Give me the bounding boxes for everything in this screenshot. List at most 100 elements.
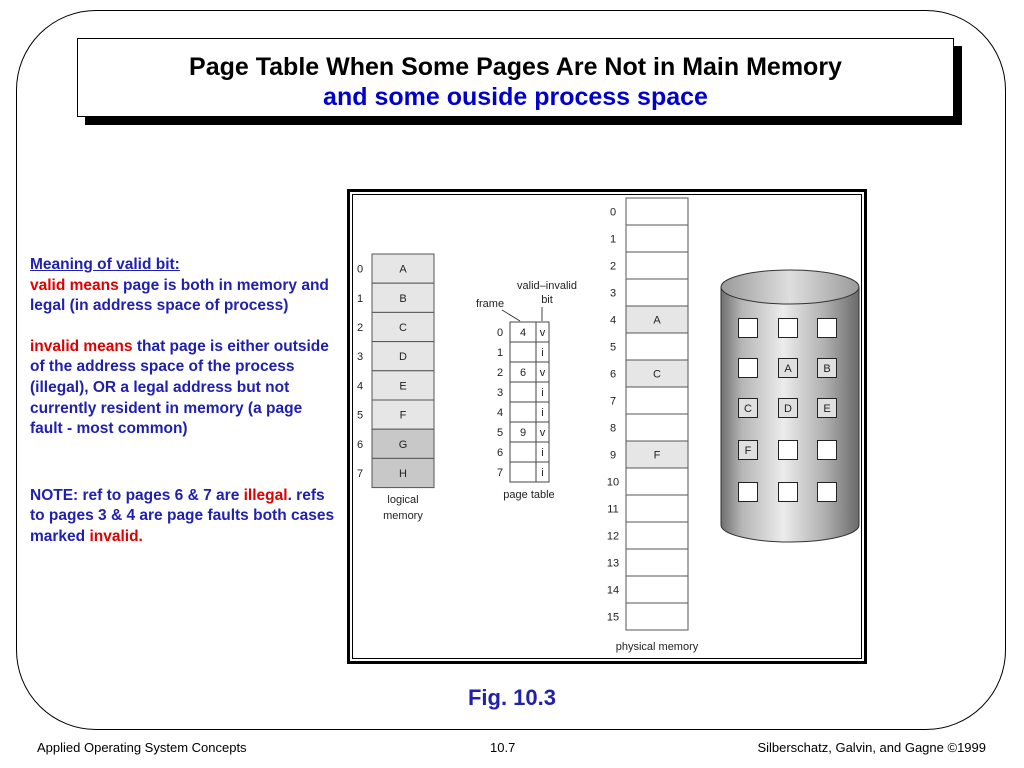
physical-frame-cell: [625, 197, 689, 226]
logical-page-label: H: [399, 468, 407, 480]
physical-frame-index: 14: [607, 585, 619, 597]
logical-page-label: F: [400, 410, 407, 422]
disk-block-label: B: [823, 363, 830, 375]
physical-frame-index: 3: [610, 288, 616, 300]
physical-frame-index: 0: [610, 207, 616, 219]
physical-frame-cell: [625, 575, 689, 604]
disk-block-label: E: [823, 403, 830, 415]
page-table-index: 4: [497, 407, 503, 419]
notes-panel: Meaning of valid bit: valid means page i…: [30, 255, 335, 548]
page-table-index: 0: [497, 327, 503, 339]
logical-page-index: 7: [357, 468, 363, 480]
note-illegal: illegal: [243, 486, 288, 504]
physical-frame-cell: [625, 602, 689, 631]
logical-page-label: E: [399, 380, 406, 392]
page-table-bit-value: i: [541, 387, 543, 399]
page-table-frame-value: 4: [520, 327, 526, 339]
page-table-bit-value: i: [541, 447, 543, 459]
disk-block-label: D: [784, 403, 792, 415]
physical-frame-index: 4: [610, 315, 616, 327]
figure-caption: Fig. 10.3: [467, 685, 557, 710]
page-table-bit-cell: [535, 461, 550, 483]
physical-frame-index: 12: [607, 531, 619, 543]
physical-frame-index: 15: [607, 612, 619, 624]
footer-page-number: 10.7: [490, 740, 516, 755]
disk-block-label: C: [744, 403, 752, 415]
invalid-definition: invalid means that page is either outsid…: [30, 337, 335, 440]
page-table-frame-cell: [509, 341, 537, 363]
page-table-bit-value: v: [540, 427, 546, 439]
page-table-frame-cell: [509, 461, 537, 483]
disk-block: [738, 358, 758, 378]
logical-page-index: 0: [357, 264, 363, 276]
slide-frame: [16, 10, 1006, 730]
disk-block: [778, 398, 798, 418]
physical-frame-index: 9: [610, 450, 616, 462]
disk-block: [778, 440, 798, 460]
disk-block: [778, 358, 798, 378]
disk-block: [738, 318, 758, 338]
logical-page-label: D: [399, 351, 407, 363]
page-table-bit-value: v: [540, 327, 546, 339]
invalid-term: invalid means: [30, 337, 133, 355]
logical-page-index: 5: [357, 410, 363, 422]
footer-right: Silberschatz, Galvin, and Gagne ©1999: [757, 740, 986, 755]
logical-page-cell: [371, 428, 435, 459]
page-table-frame-cell: [509, 381, 537, 403]
page-table-frame-value: 6: [520, 367, 526, 379]
logical-page-cell: [371, 399, 435, 430]
disk-top: [720, 269, 860, 305]
page-table-bit-value: i: [541, 467, 543, 479]
note-pre: NOTE: ref to pages 6 & 7 are: [30, 486, 244, 504]
logical-page-label: B: [399, 293, 406, 305]
physical-frame-index: 7: [610, 396, 616, 408]
valid-bit-heading: Meaning of valid bit:: [30, 256, 180, 273]
logical-page-label: A: [399, 264, 407, 276]
page-table-frame-label: frame: [476, 298, 504, 310]
footer-left: Applied Operating System Concepts: [37, 740, 247, 755]
physical-frame-index: 11: [607, 504, 618, 516]
disk-block: [778, 482, 798, 502]
frame-pointer-line: [501, 309, 521, 322]
physical-frame-cell: [625, 548, 689, 577]
physical-frame-cell: [625, 386, 689, 415]
disk-block: [738, 398, 758, 418]
logical-page-label: C: [399, 322, 407, 334]
physical-frame-index: 1: [610, 234, 616, 246]
physical-frame-index: 6: [610, 369, 616, 381]
page-table-frame-cell: [509, 401, 537, 423]
title-box: Page Table When Some Pages Are Not in Ma…: [77, 38, 954, 117]
note-post: . refs to pages 3 & 4 are page faults bo…: [30, 486, 335, 545]
disk-block: [738, 440, 758, 460]
figure-inner-frame: [352, 194, 862, 659]
logical-page-cell: [371, 253, 435, 284]
physical-frame-content: A: [653, 315, 661, 327]
logical-memory-label-line2: memory: [383, 510, 423, 522]
page-table-index: 3: [497, 387, 503, 399]
physical-frame-index: 2: [610, 261, 616, 273]
slide-title: Page Table When Some Pages Are Not in Ma…: [189, 53, 842, 81]
physical-frame-index: 5: [610, 342, 616, 354]
physical-frame-cell: [625, 305, 689, 334]
invalid-text: that page is either outside of the addre…: [30, 337, 329, 438]
note-invalid: invalid.: [89, 527, 143, 545]
physical-frame-index: 8: [610, 423, 616, 435]
physical-frame-cell: [625, 278, 689, 307]
physical-frame-cell: [625, 521, 689, 550]
disk-block-label: F: [745, 445, 752, 457]
disk-block: [817, 358, 837, 378]
valid-term: valid means: [30, 276, 119, 294]
disk-block: [817, 482, 837, 502]
logical-page-index: 6: [357, 439, 363, 451]
physical-frame-index: 13: [607, 558, 619, 570]
physical-frame-cell: [625, 467, 689, 496]
physical-frame-content: F: [654, 450, 661, 462]
logical-page-cell: [371, 457, 435, 489]
physical-frame-cell: [625, 251, 689, 280]
page-table-valid-label-line2: bit: [541, 294, 553, 306]
physical-frame-cell: [625, 332, 689, 361]
